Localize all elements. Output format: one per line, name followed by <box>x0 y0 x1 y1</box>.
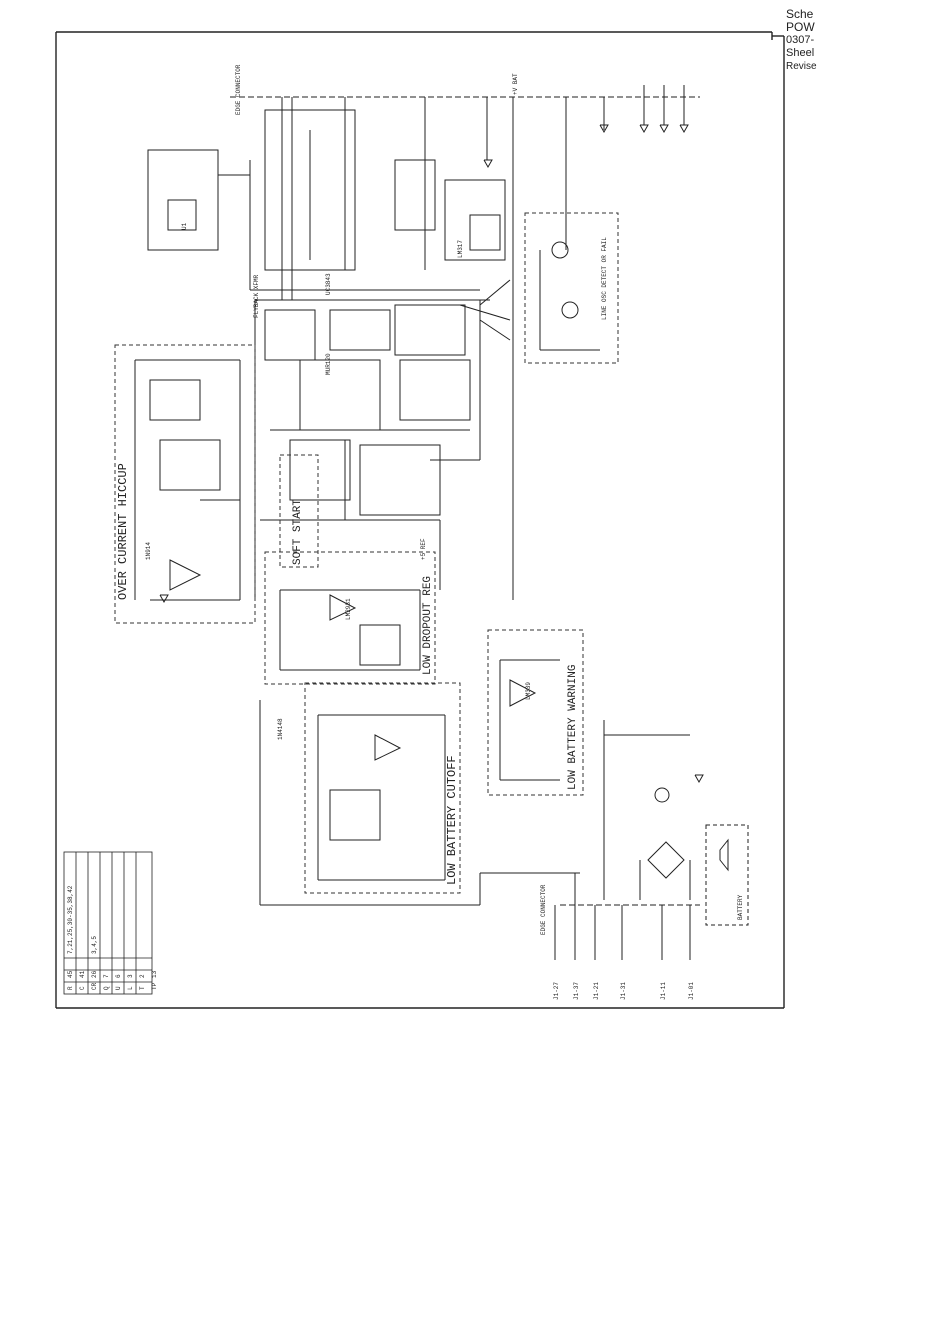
part-ic4: LM339 <box>525 682 532 700</box>
over-current-block <box>114 344 256 624</box>
title-block: Sche POW 0307- Sheel Revise <box>786 8 866 73</box>
over-current-wiring <box>134 359 241 601</box>
vbat-label: +V BAT <box>512 73 519 95</box>
low-dropout-label: LOW DROPOUT REG <box>422 576 434 675</box>
table-cell: U <box>115 986 122 990</box>
primary-wiring <box>147 109 511 600</box>
table-cell: 41 <box>79 970 86 978</box>
battery-label: BATTERY <box>737 894 744 920</box>
battery-section <box>603 720 749 926</box>
table-cell: L <box>127 986 134 990</box>
table-cell: CR <box>91 982 98 990</box>
table-cell: C <box>79 986 86 990</box>
ref-label: +5 REF <box>420 538 427 560</box>
part-ic1: UC3843 <box>325 273 332 295</box>
edge-connector-bottom-label: EDGE CONNECTOR <box>540 884 547 935</box>
title-line-2: POW <box>786 20 815 34</box>
sheet-border <box>55 31 785 1009</box>
edge-connector-top-label: EDGE CONNECTOR <box>235 64 242 115</box>
pin-label-4: J1-31 <box>620 982 627 1000</box>
title-line-5: Revise <box>786 61 817 72</box>
pin-label-3: J1-21 <box>593 982 600 1000</box>
title-line-3: 0307- <box>786 34 815 46</box>
low-battery-warning-block <box>487 629 584 796</box>
soft-start-label: SOFT START <box>292 499 304 565</box>
table-cell: 45 <box>67 970 74 978</box>
bottom-bus <box>479 872 700 960</box>
pin-label-6: J1-01 <box>688 982 695 1000</box>
pin-label-5: J1-11 <box>660 982 667 1000</box>
part-d2: 1N4148 <box>277 718 284 740</box>
ground-symbols <box>159 124 704 784</box>
part-d3: MUR120 <box>325 353 332 375</box>
line-detect-block <box>524 212 619 364</box>
table-cell: TP <box>151 982 158 990</box>
low-battery-cutoff-wiring <box>259 700 480 906</box>
table-cell: T <box>139 986 146 990</box>
table-cell: 7,21,25,30-35,38,42 <box>67 885 74 954</box>
part-ic2: LM317 <box>457 240 464 258</box>
soft-start-block <box>279 454 319 568</box>
parts-count-table <box>63 851 153 995</box>
pin-label-2: J1-37 <box>573 982 580 1000</box>
low-battery-cutoff-block <box>304 682 461 894</box>
low-dropout-wiring <box>279 589 421 671</box>
table-cell: 3 <box>127 974 134 978</box>
table-cell: 3,4,5 <box>91 936 98 954</box>
line-detect-wiring <box>539 241 600 351</box>
title-line-4: Sheel <box>786 47 815 59</box>
part-u1: U1 <box>181 222 188 230</box>
pin-label-1: J1-27 <box>553 982 560 1000</box>
low-battery-cutoff-label: LOW BATTERY CUTOFF <box>445 755 459 885</box>
low-battery-warning-label: LOW BATTERY WARNING <box>567 665 579 790</box>
line-detect-label: LINE OSC DETECT OR FAIL <box>601 237 608 320</box>
top-bus <box>230 85 700 600</box>
low-battery-warning-wiring <box>499 659 560 781</box>
flyback-label: FLYBACK XFMR <box>253 274 260 318</box>
title-line-1: Sche <box>786 7 814 21</box>
table-cell: 2 <box>139 974 146 978</box>
over-current-label: OVER CURRENT HICCUP <box>116 463 130 600</box>
table-cell: 26 <box>91 970 98 978</box>
part-d1: 1N914 <box>145 542 152 560</box>
low-dropout-block <box>264 551 436 685</box>
table-cell: 13 <box>151 970 158 978</box>
table-cell: R <box>67 986 74 990</box>
part-ic3: LM2931 <box>345 598 352 620</box>
table-cell: 7 <box>103 974 110 978</box>
table-cell: 6 <box>115 974 122 978</box>
table-cell: Q <box>103 986 110 990</box>
